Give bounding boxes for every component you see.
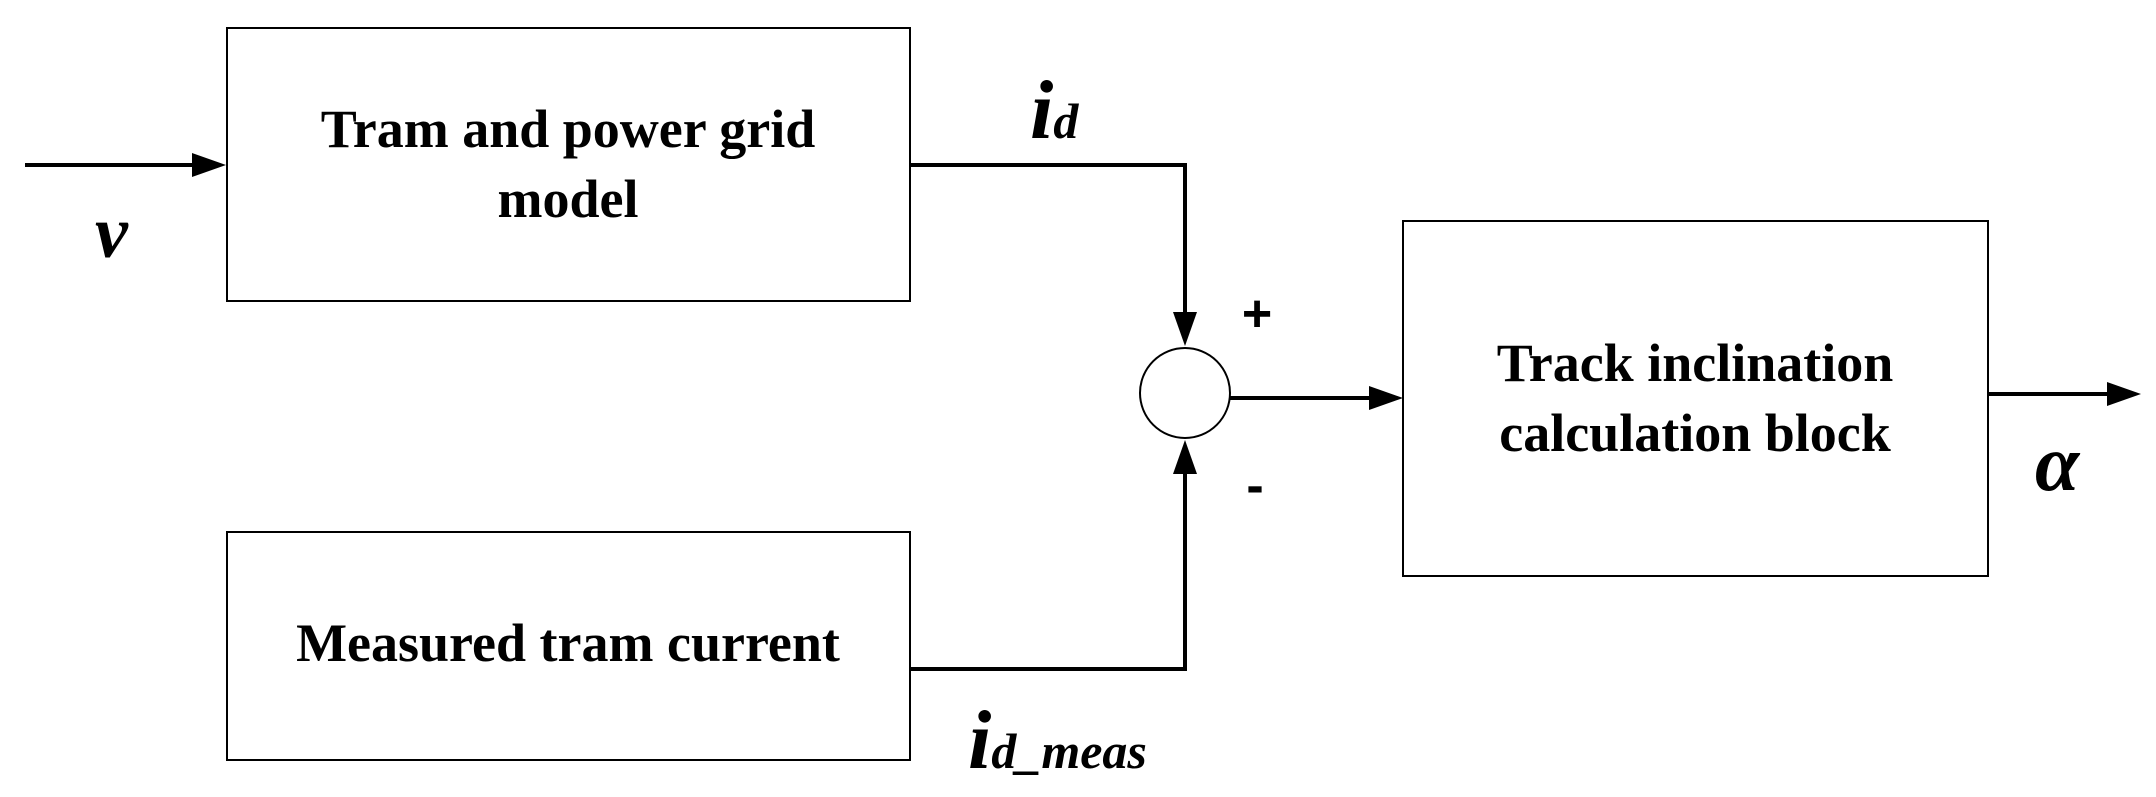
error-signal-arrow bbox=[1230, 386, 1403, 410]
model-output-label: id bbox=[1030, 64, 1079, 157]
measured-tram-current-block: Measured tram current bbox=[226, 531, 911, 761]
summing-junction bbox=[1139, 347, 1231, 439]
model-block-label-line1: Tram and power grid bbox=[321, 99, 816, 159]
output-arrow bbox=[1988, 382, 2141, 406]
tram-power-grid-model-block: Tram and power grid model bbox=[226, 27, 911, 302]
output-signal-label: α bbox=[2035, 420, 2081, 508]
model-output-wire bbox=[910, 163, 1197, 346]
input-arrow bbox=[25, 153, 226, 177]
measured-block-label: Measured tram current bbox=[296, 613, 840, 673]
summing-minus-sign: - bbox=[1246, 457, 1263, 515]
inclination-block-label-line2: calculation block bbox=[1499, 403, 1891, 463]
inclination-block-label-line1: Track inclination bbox=[1497, 333, 1894, 393]
measured-output-label: id_meas bbox=[968, 694, 1147, 787]
summing-plus-sign: + bbox=[1242, 285, 1272, 343]
model-block-label-line2: model bbox=[498, 169, 639, 229]
measured-output-wire bbox=[910, 440, 1197, 671]
track-inclination-calculation-block: Track inclination calculation block bbox=[1402, 220, 1989, 577]
input-signal-label: v bbox=[95, 192, 129, 274]
